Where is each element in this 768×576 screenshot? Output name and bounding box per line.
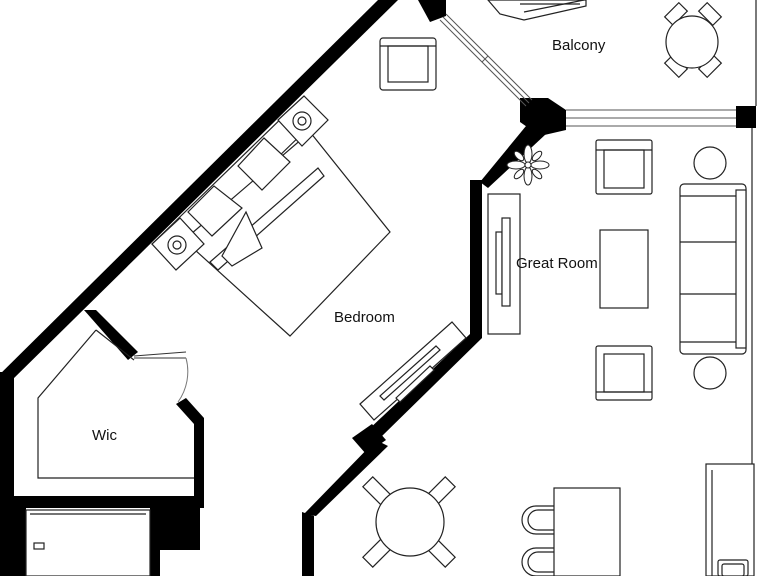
wall-corner-balcony [520,98,566,136]
plant [506,144,550,186]
wall-balcony-right [736,106,756,128]
balcony-dining-set [663,1,723,79]
bed [151,109,391,337]
wic-outline [37,329,194,479]
balcony-sliding-door [439,13,533,107]
wall-partition-upper [480,126,546,188]
wic-door [133,351,189,403]
wall-wic-diagonal [84,310,138,360]
bedroom-armchair [379,37,437,91]
wall-exterior-diagonal [0,0,398,382]
wall-wic-door-corner [176,398,204,424]
room-label-balcony: Balcony [552,37,606,54]
sofa [679,183,747,355]
wall-exterior-left [0,372,14,576]
kitchen-counter [705,463,755,576]
kitchen-island [553,487,621,576]
side-table-bottom [693,356,727,390]
dining-set [362,476,456,568]
wall-balcony-top [418,0,446,22]
nightstand-left [151,217,205,271]
room-label-bedroom: Bedroom [334,309,395,326]
balcony-lounge-chair [487,0,587,21]
wall-dining-diagonal [304,440,388,516]
wall-closet-block [150,506,200,550]
tv-console [487,193,521,335]
side-table-top [693,146,727,180]
room-label-wic: Wic [92,427,117,444]
wall-dining-vertical [302,512,314,576]
nightstand-right [277,95,329,147]
coffee-table [599,229,649,309]
wall-block-tv [352,424,386,454]
armchair-bottom [595,345,653,401]
bedroom-dresser-tv [359,321,467,421]
wall-partition-vertical [470,180,482,338]
armchair-top [595,139,653,195]
balcony-window [566,109,736,127]
bar-stools [521,505,554,576]
wall-partition-lower [366,334,482,438]
wall-closet-left [14,506,26,576]
wall-wic-right [194,418,204,502]
wall-wic-bottom [0,496,204,508]
wall-closet-block-lower [150,548,160,576]
closet-unit [25,509,151,576]
room-label-great-room: Great Room [516,255,598,272]
